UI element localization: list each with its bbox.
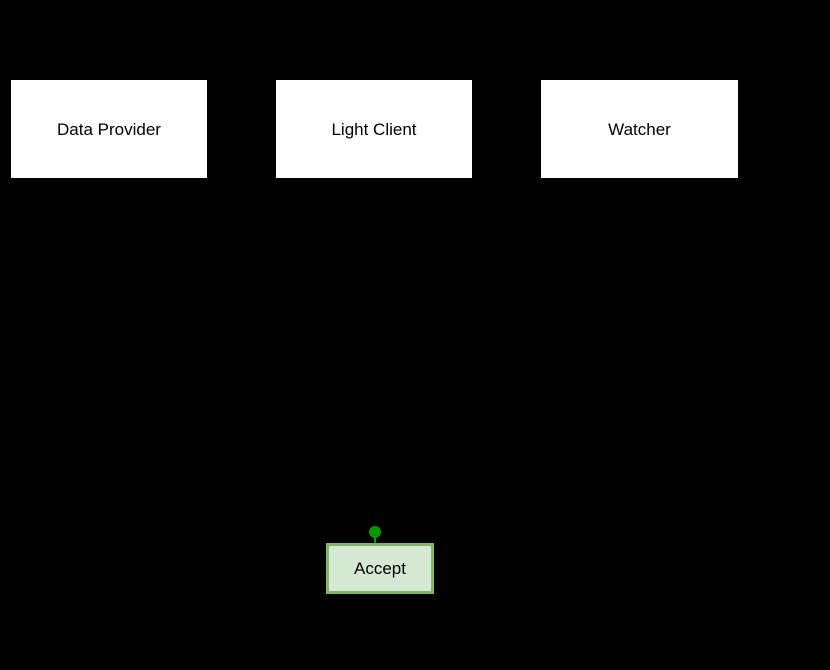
lifeline-data-provider — [109, 179, 110, 533]
accept-node[interactable]: Accept — [326, 543, 434, 594]
participant-label-data-provider: Data Provider — [57, 119, 161, 139]
lifeline-watcher — [639, 179, 640, 533]
start-node-icon — [369, 526, 381, 538]
accept-node-label: Accept — [354, 559, 406, 578]
participant-label-light-client: Light Client — [331, 119, 417, 139]
participant-light-client[interactable]: Light Client — [275, 79, 473, 179]
participant-watcher[interactable]: Watcher — [540, 79, 739, 179]
participant-label-watcher: Watcher — [608, 119, 671, 139]
lifeline-light-client — [374, 179, 375, 533]
participant-data-provider[interactable]: Data Provider — [10, 79, 208, 179]
